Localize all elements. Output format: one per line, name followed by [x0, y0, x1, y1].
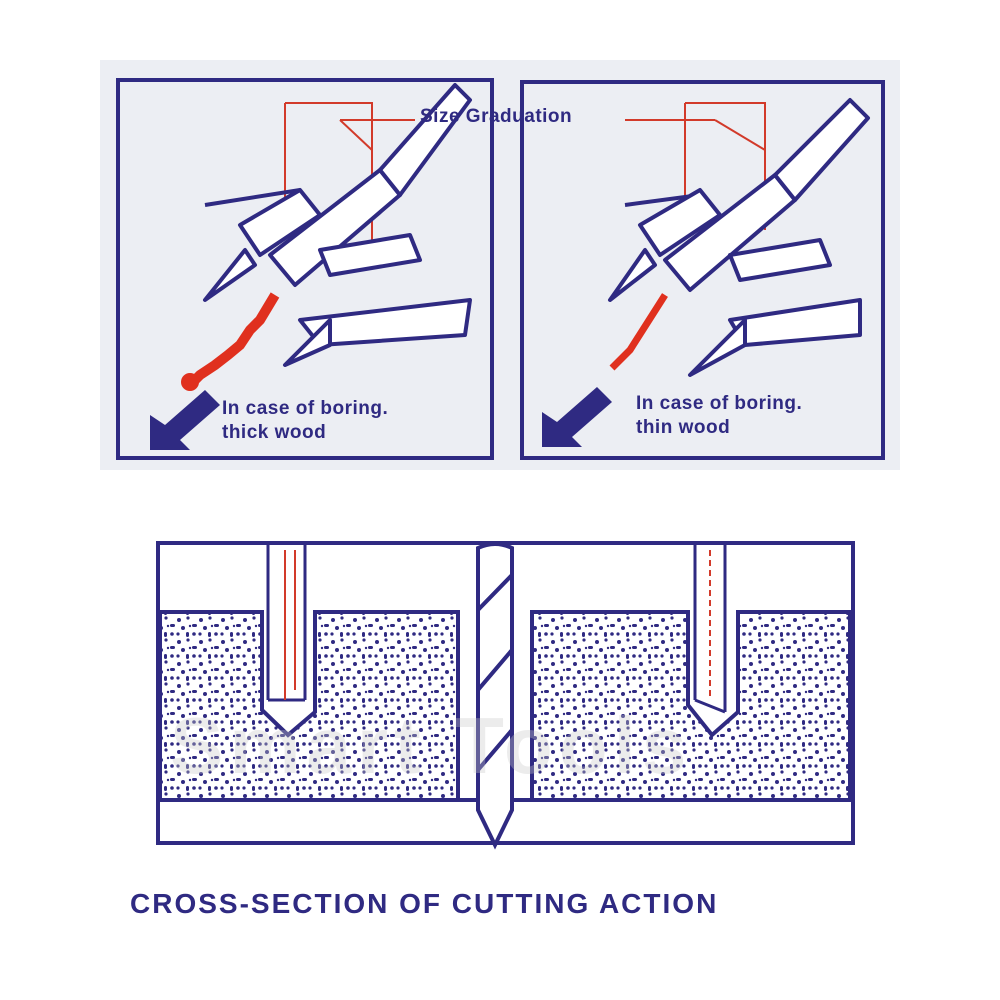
cross-section-caption: CROSS-SECTION OF CUTTING ACTION — [130, 888, 719, 919]
left-panel-caption-line2: thick wood — [222, 422, 327, 443]
left-panel-caption-line1: In case of boring. — [222, 398, 389, 419]
watermark: Smart Tools — [170, 701, 693, 790]
left-arrow-icon — [150, 390, 220, 450]
right-panel-frame — [520, 80, 885, 460]
right-drill-bit-red — [609, 293, 668, 371]
right-cutter-blade — [693, 545, 727, 714]
center-drill-bit — [476, 542, 514, 850]
left-circle-cutter — [203, 83, 472, 367]
cross-section — [156, 541, 855, 850]
left-drill-bit-red — [181, 292, 280, 391]
left-cutter-blade — [266, 545, 307, 702]
right-circle-cutter — [608, 98, 870, 377]
right-arrow-icon — [542, 387, 612, 447]
cross-section-frame — [156, 541, 855, 845]
size-graduation-label: Size Graduation — [420, 106, 573, 127]
right-panel-caption-line1: In case of boring. — [636, 393, 803, 414]
right-panel-caption-line2: thin wood — [636, 417, 731, 438]
left-panel-frame — [116, 78, 494, 460]
